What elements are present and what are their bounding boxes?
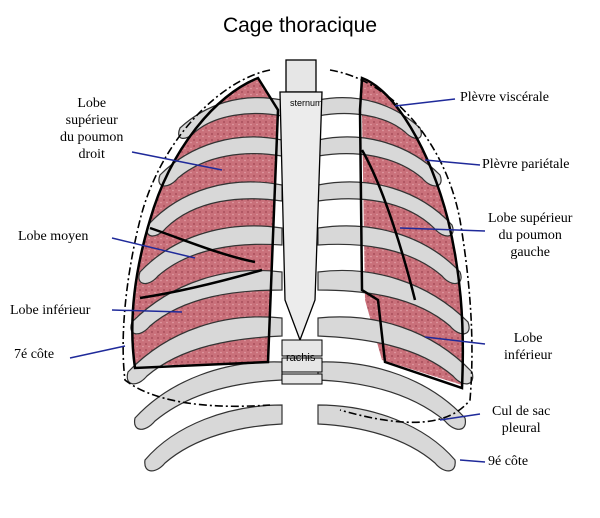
spine bbox=[281, 339, 323, 385]
label-lobe-inferieur-gauche: Lobe inférieur bbox=[504, 331, 553, 363]
label-plevre-parietale: Plèvre pariétale bbox=[482, 157, 570, 172]
label-cul-de-sac-pleural: Cul de sac pleural bbox=[492, 404, 551, 436]
sternum bbox=[279, 59, 323, 342]
label-sternum: sternum bbox=[290, 98, 323, 108]
label-lobe-superieur-droit: Lobe supérieur du poumon droit bbox=[60, 96, 124, 162]
label-lobe-moyen: Lobe moyen bbox=[18, 229, 89, 244]
label-rachis: rachis bbox=[286, 352, 316, 364]
lung-outlines bbox=[131, 76, 465, 390]
diagram-title: Cage thoracique bbox=[222, 14, 378, 37]
ribs bbox=[126, 97, 474, 472]
label-9e-cote: 9é côte bbox=[488, 454, 529, 469]
label-lobe-superieur-gauche: Lobe supérieur du poumon gauche bbox=[488, 211, 573, 260]
pleura bbox=[122, 69, 473, 424]
label-plevre-viscerale: Plèvre viscérale bbox=[460, 90, 550, 105]
label-lobe-inferieur-droit: Lobe inférieur bbox=[10, 303, 91, 318]
pointer-lines bbox=[69, 98, 486, 463]
label-7e-cote: 7é côte bbox=[14, 347, 55, 362]
